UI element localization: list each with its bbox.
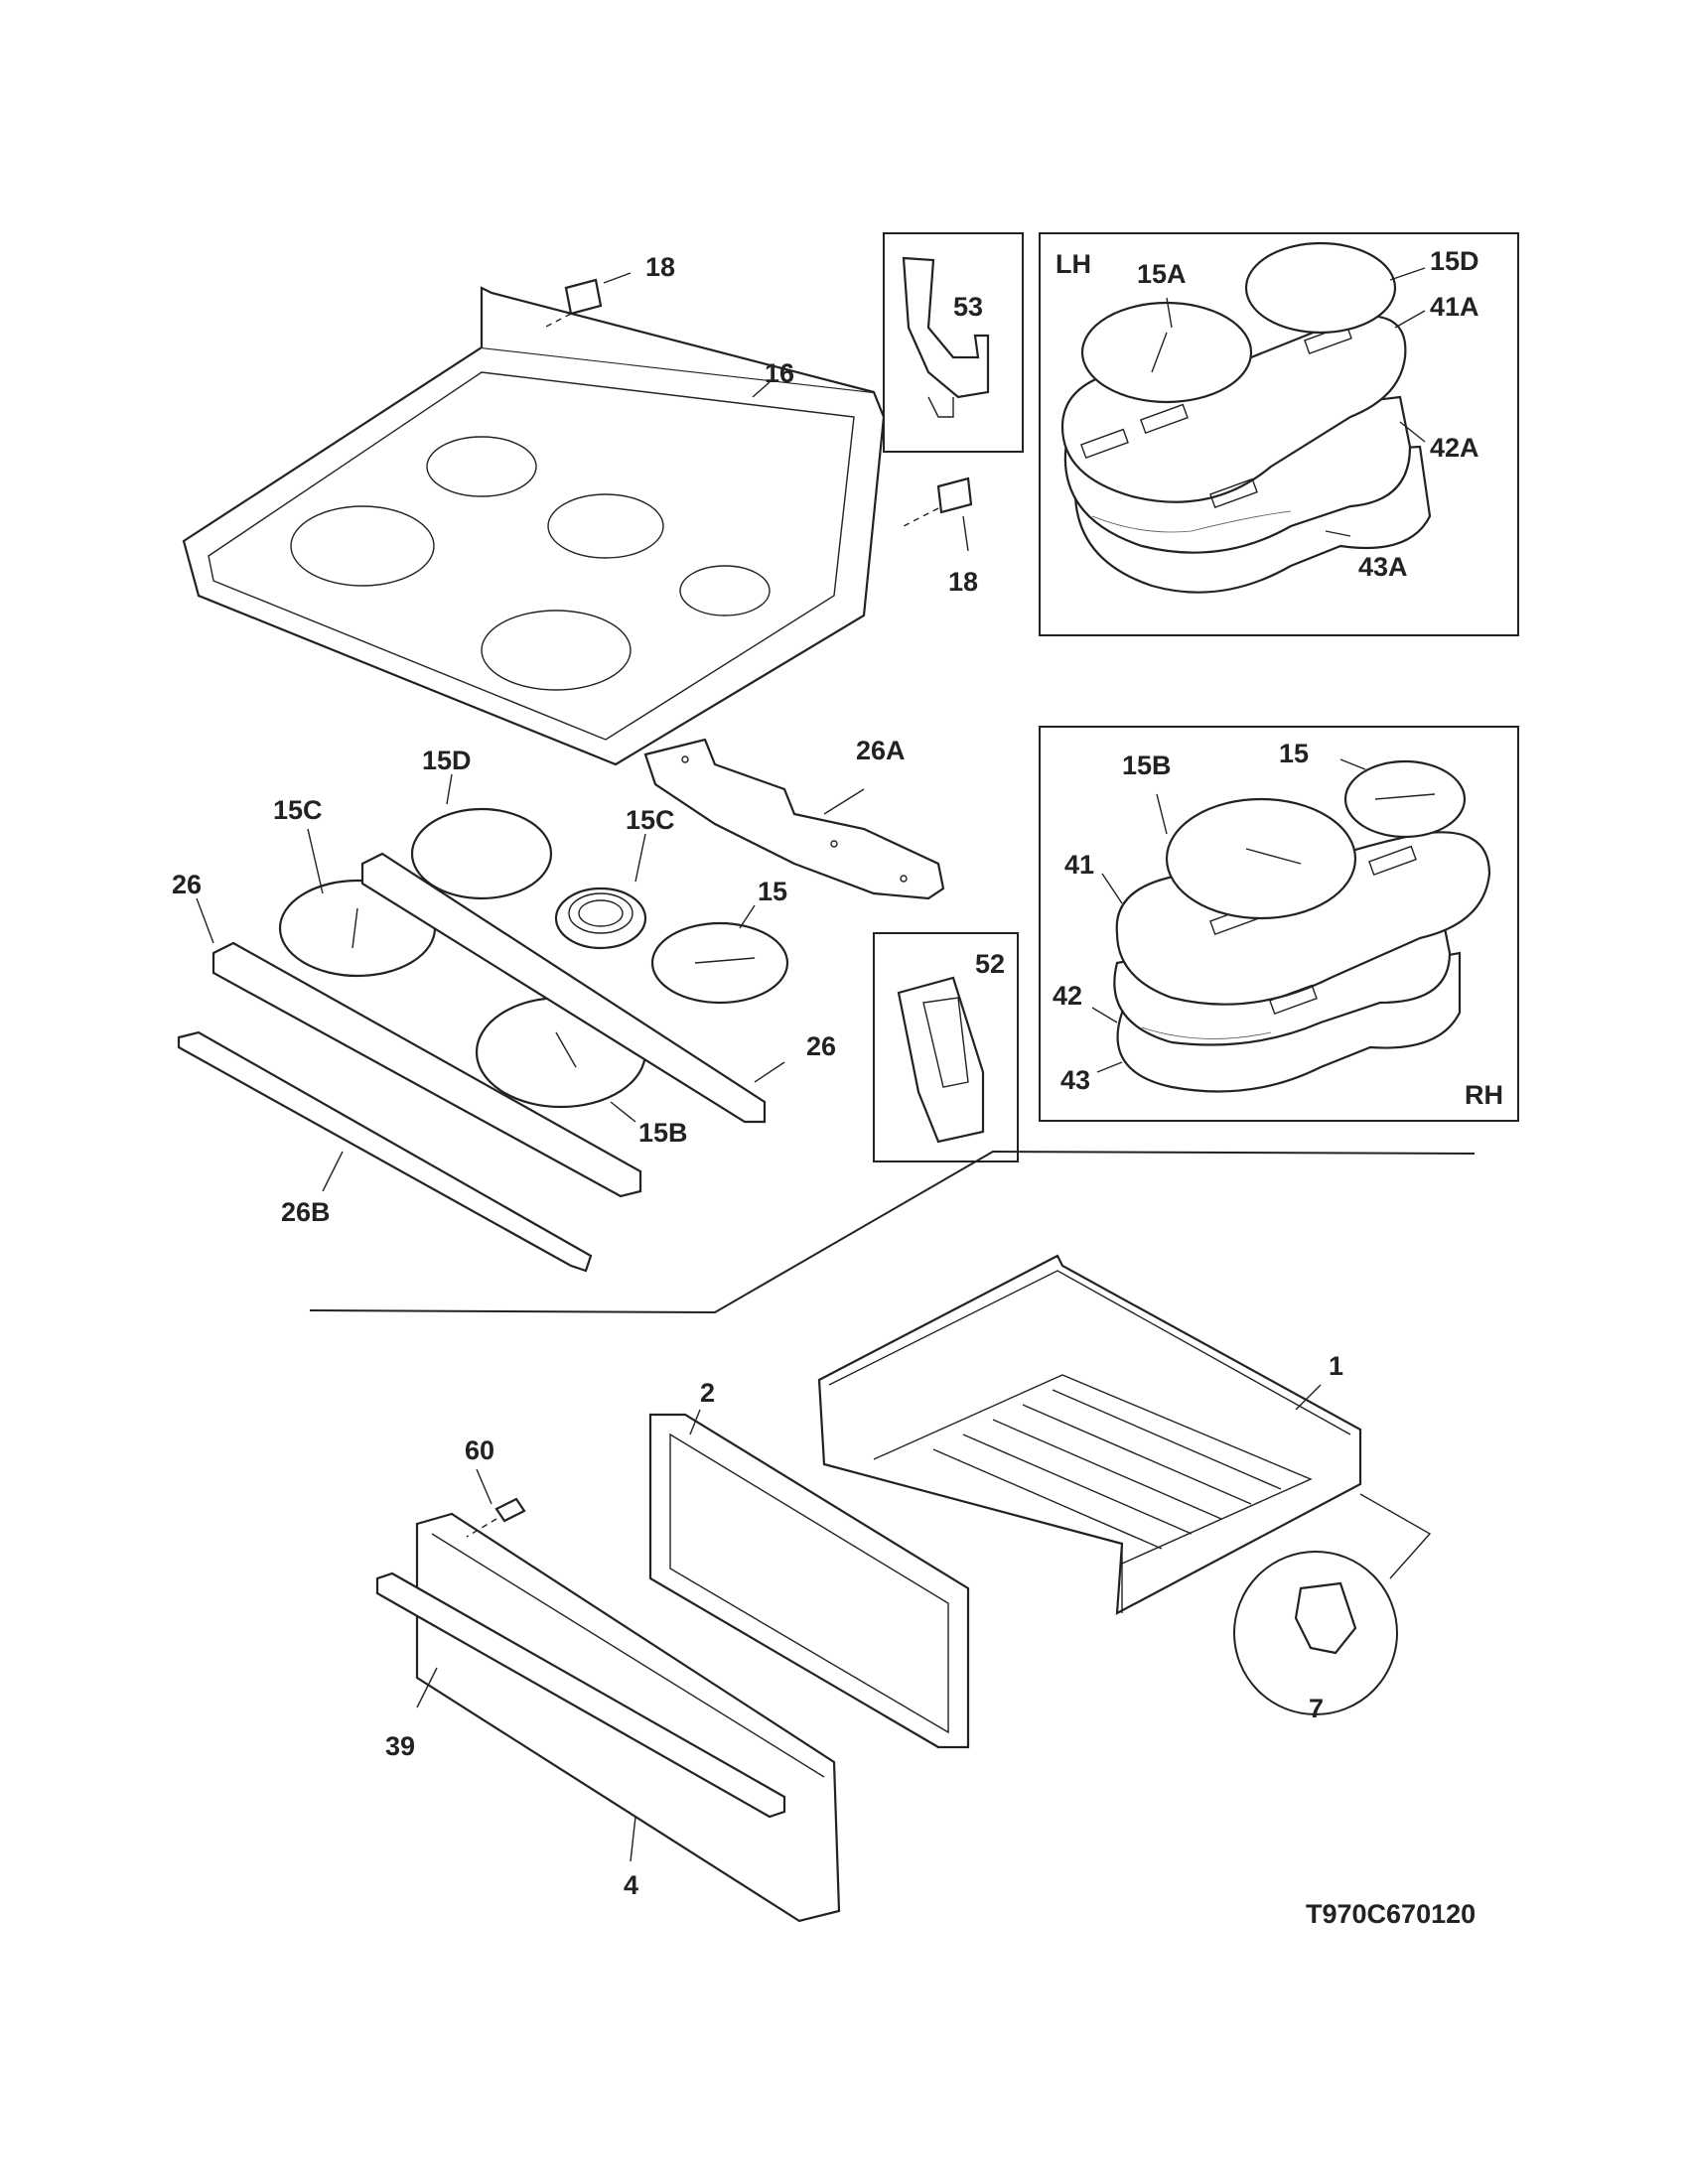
element-15d xyxy=(410,807,553,900)
screw-60 xyxy=(466,1497,526,1538)
inset-rh-label: RH xyxy=(1465,1080,1503,1110)
leader-lines xyxy=(196,267,1426,1862)
callout-1: 1 xyxy=(1329,1351,1343,1381)
callout-15d-main: 15D xyxy=(422,746,472,775)
inset-lh-label: LH xyxy=(1055,249,1091,279)
inset-52-frame xyxy=(873,932,1019,1162)
callout-15a-lh: 15A xyxy=(1137,259,1187,289)
callout-16: 16 xyxy=(765,358,794,388)
callout-42a: 42A xyxy=(1430,433,1479,463)
callout-15b-main: 15B xyxy=(638,1118,688,1148)
callout-39: 39 xyxy=(385,1731,415,1761)
callout-41: 41 xyxy=(1064,850,1094,880)
callout-15d-lh: 15D xyxy=(1430,246,1479,276)
clip-18-right xyxy=(903,477,973,527)
callout-43a: 43A xyxy=(1358,552,1408,582)
clip-18-top xyxy=(543,278,603,329)
drawer-inner-panel-2 xyxy=(648,1413,970,1749)
element-15c-radiant xyxy=(554,887,647,950)
callout-2: 2 xyxy=(700,1378,715,1408)
callout-15c-left: 15C xyxy=(273,795,323,825)
callout-26a: 26A xyxy=(856,736,906,765)
callout-26-left: 26 xyxy=(172,870,202,899)
drawer-body-1 xyxy=(817,1254,1362,1615)
bracket-26 xyxy=(211,852,767,1198)
section-divider xyxy=(309,1150,1476,1314)
strip-26b xyxy=(177,1030,593,1273)
lh-element-assembly xyxy=(1060,241,1432,594)
bracket-53 xyxy=(902,256,990,418)
callout-60: 60 xyxy=(465,1435,494,1465)
figure-code: T970C670120 xyxy=(1306,1899,1476,1929)
callout-7: 7 xyxy=(1309,1694,1324,1723)
detail-circle-7 xyxy=(1233,1493,1432,1715)
heat-shield-26a xyxy=(643,738,945,900)
callout-18-top: 18 xyxy=(645,252,675,282)
drawer-handle-39 xyxy=(375,1571,786,1819)
callout-26b: 26B xyxy=(281,1197,331,1227)
inset-rh-frame xyxy=(1039,726,1519,1122)
callout-42: 42 xyxy=(1053,981,1082,1011)
inset-lh-frame xyxy=(1039,232,1519,636)
cooktop-glass-top xyxy=(182,286,886,766)
callout-53: 53 xyxy=(953,292,983,322)
callout-52: 52 xyxy=(975,949,1005,979)
callout-43: 43 xyxy=(1060,1065,1090,1095)
inset-53-frame xyxy=(883,232,1024,453)
callout-18-right: 18 xyxy=(948,567,978,597)
callout-15-rh: 15 xyxy=(1279,739,1309,768)
rh-element-assembly xyxy=(1113,759,1491,1093)
callout-15-main: 15 xyxy=(758,877,787,906)
element-15 xyxy=(650,921,789,1005)
callout-15b-rh: 15B xyxy=(1122,751,1172,780)
callout-41a: 41A xyxy=(1430,292,1479,322)
part-52 xyxy=(897,976,985,1144)
callout-15c-mid: 15C xyxy=(626,805,675,835)
callout-4: 4 xyxy=(624,1870,638,1900)
callout-26-right: 26 xyxy=(806,1031,836,1061)
